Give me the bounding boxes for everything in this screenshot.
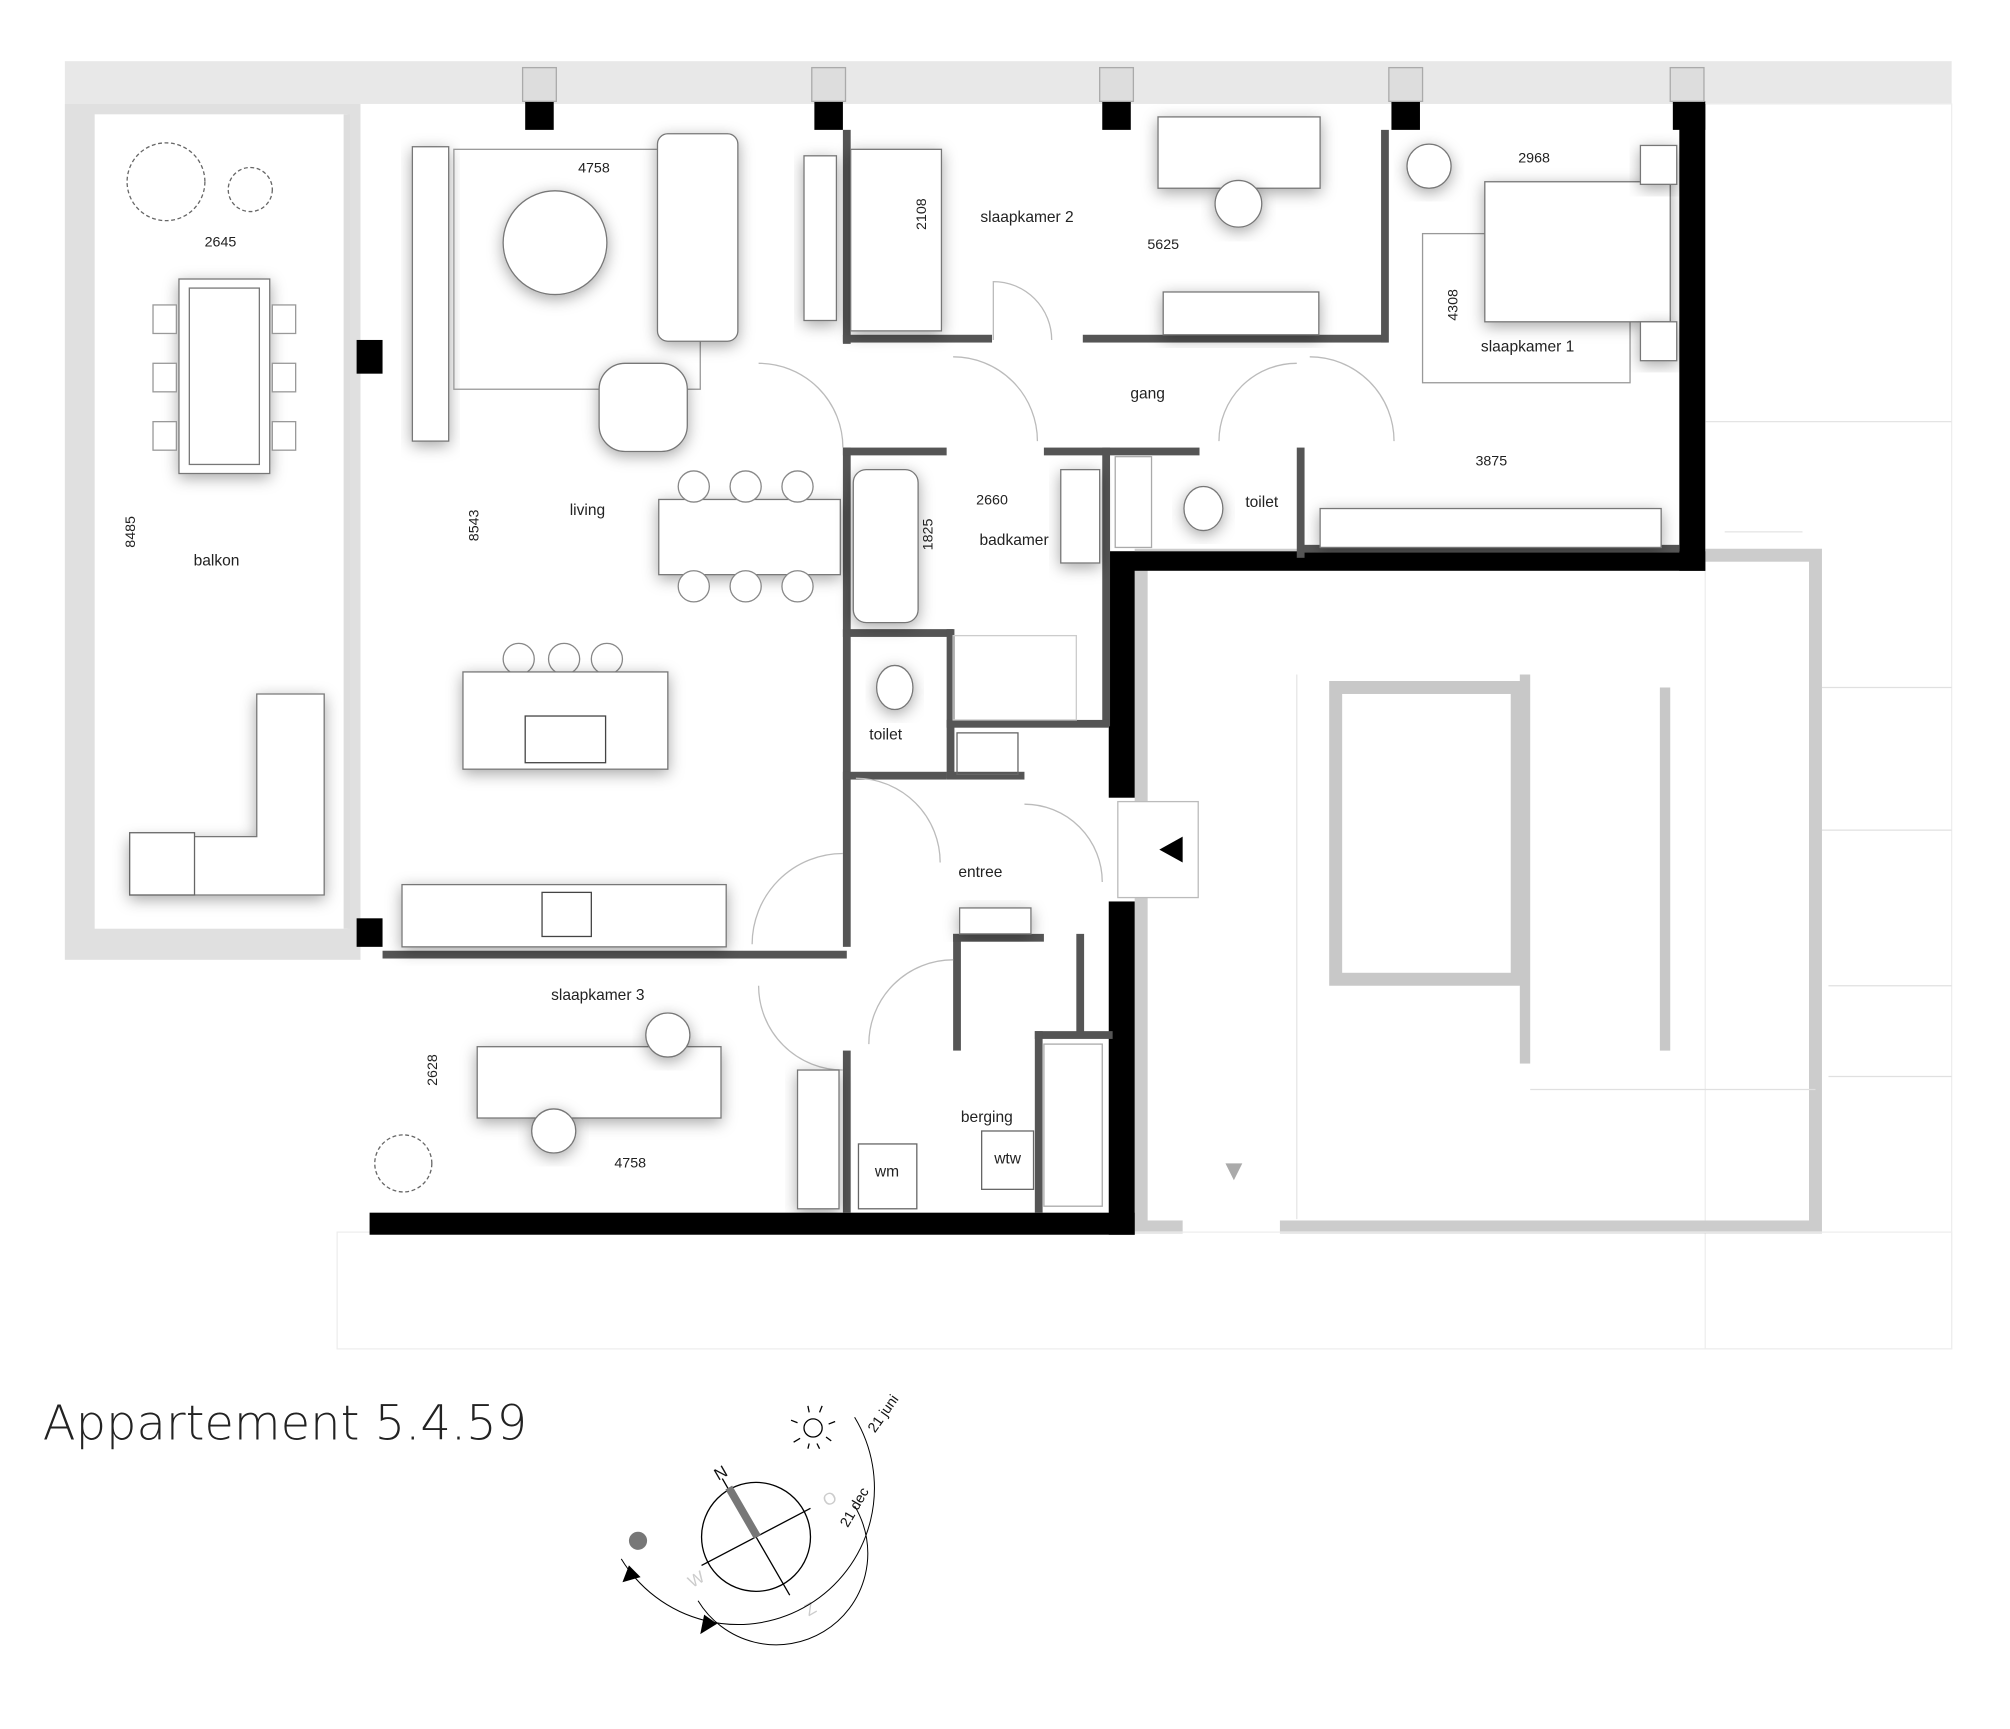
compass-west: W: [685, 1567, 708, 1591]
room-label-living: living: [570, 502, 605, 519]
room-label-slaapkamer-1: slaapkamer 1: [1481, 339, 1574, 356]
room-label-slaapkamer-3: slaapkamer 3: [551, 987, 644, 1004]
moon-icon: [628, 1531, 648, 1550]
arrow-icon: [700, 1614, 718, 1635]
compass-south: Z: [801, 1598, 819, 1620]
room-label-gang: gang: [1130, 385, 1165, 402]
plant-icon: [227, 166, 273, 213]
plant-icon: [374, 1134, 433, 1193]
dimension-badkamer-depth: 1825: [920, 519, 936, 551]
compass: N O W Z 21 juni 21 dec: [620, 1392, 902, 1646]
room-label-slaapkamer-2: slaapkamer 2: [980, 209, 1073, 226]
room-label-entree: entree: [958, 864, 1002, 881]
cooktop-icon: [524, 715, 607, 764]
context-building: [64, 61, 1953, 1350]
wtw-label: wtw: [993, 1150, 1022, 1167]
summer-sun-path: [620, 1416, 875, 1625]
room-label-badkamer: badkamer: [980, 532, 1049, 549]
stair-arrow-icon: [1225, 1163, 1243, 1181]
dimension-balkon-width: 2645: [205, 235, 237, 251]
dimension-balkon-depth: 8485: [123, 516, 139, 548]
exterior-walls: [356, 66, 1706, 1235]
dimension-slaapkamer1-depth: 4308: [1446, 289, 1462, 321]
dimension-slaapkamer3-depth: 2628: [425, 1054, 441, 1086]
winter-sun-path: [697, 1505, 869, 1646]
room-labels: balkon living slaapkamer 2 slaapkamer 1 …: [194, 209, 1575, 1180]
apartment-title: Appartement 5.4.59: [43, 1396, 527, 1452]
plant-icon: [126, 142, 206, 222]
sun-icon: [790, 1405, 836, 1449]
furniture: [126, 116, 1678, 1210]
room-label-toilet: toilet: [869, 726, 903, 743]
room-label-toilet: toilet: [1245, 494, 1279, 511]
room-label-berging: berging: [961, 1109, 1013, 1126]
arrow-icon: [622, 1565, 641, 1583]
entrance-arrow-icon: [1159, 836, 1183, 863]
dimension-labels: 4758 2645 5625 2968 3875 2660 4758 2108 …: [123, 150, 1550, 1171]
sink-icon: [541, 891, 592, 938]
summer-label: 21 juni: [865, 1392, 902, 1436]
winter-label: 21 dec: [837, 1485, 872, 1530]
dimension-slaapkamer1-width-2: 3875: [1475, 454, 1507, 470]
room-label-balkon: balkon: [194, 553, 240, 570]
compass-east: O: [819, 1487, 840, 1510]
doors: [751, 280, 1395, 1071]
dimension-living-width: 4758: [578, 161, 610, 177]
dimension-badkamer-width: 2660: [976, 493, 1008, 509]
wm-label: wm: [874, 1163, 899, 1180]
interior-walls: [382, 129, 1680, 1213]
dimension-slaapkamer2-width: 5625: [1147, 237, 1179, 253]
dimension-slaapkamer2-depth: 2108: [914, 198, 930, 230]
dimension-living-depth: 8543: [467, 509, 483, 541]
compass-north: N: [711, 1462, 731, 1485]
dimension-slaapkamer3-width: 4758: [614, 1155, 646, 1171]
north-needle: [725, 1485, 761, 1539]
dimension-slaapkamer1-width: 2968: [1518, 150, 1550, 166]
